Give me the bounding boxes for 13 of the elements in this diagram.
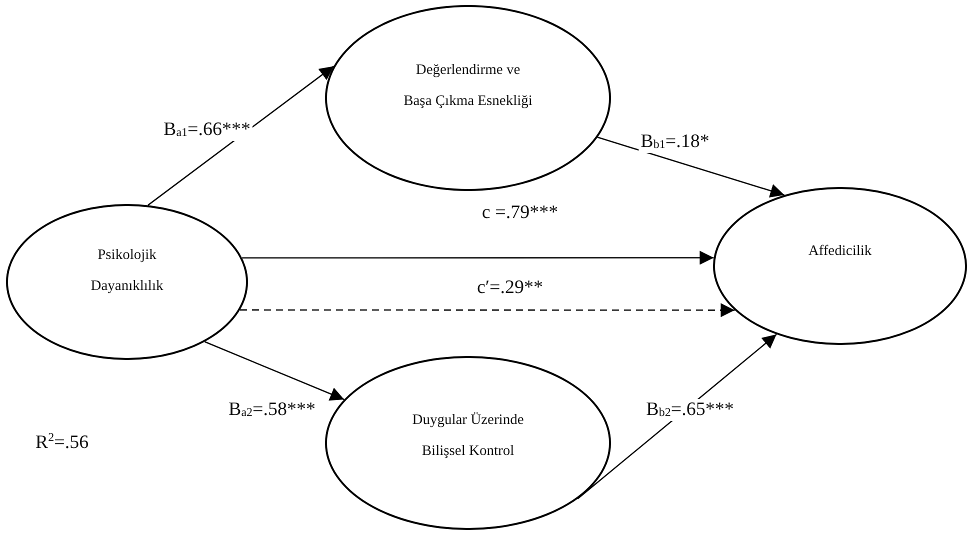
arrow — [148, 66, 334, 206]
ellipse-node — [325, 5, 611, 191]
node-label: Değerlendirme ve Başa Çıkma Esnekliği — [403, 60, 533, 111]
node-label: Duygular Üzerinde Bilişsel Kontrol — [411, 410, 525, 461]
ellipse-node — [6, 204, 248, 360]
node-label: Psikolojik Dayanıklılık — [90, 246, 164, 296]
arrow — [597, 136, 785, 198]
arrow — [204, 341, 344, 401]
ellipse-node — [325, 356, 611, 530]
ellipse-node — [713, 187, 967, 345]
node-label: Affedicilik — [808, 242, 872, 262]
arrow — [242, 250, 714, 265]
dashed-arrow — [240, 303, 735, 318]
